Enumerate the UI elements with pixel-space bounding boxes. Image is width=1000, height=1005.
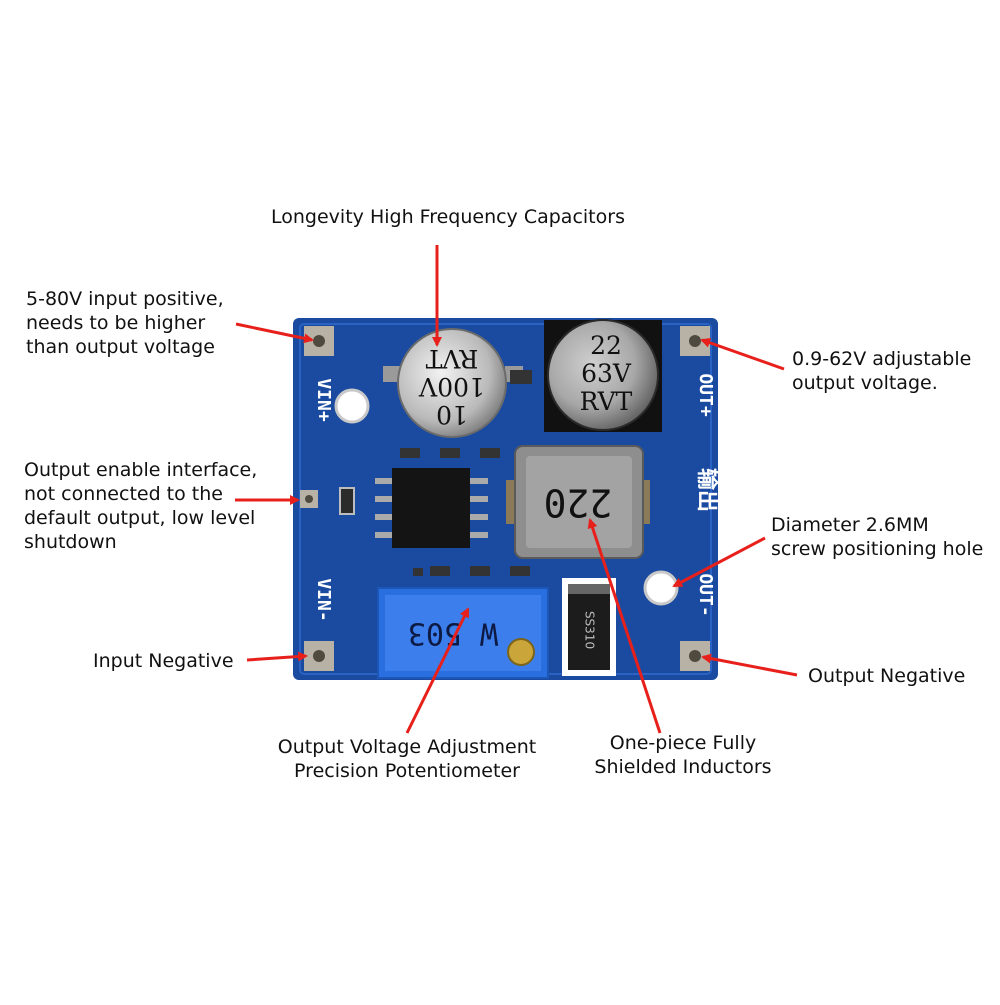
diode: SS310	[562, 578, 616, 676]
callout-arrows	[235, 245, 798, 734]
cap-right-line3: RVT	[580, 387, 633, 416]
diode-marking: SS310	[583, 611, 597, 649]
label-output-adjustable: 0.9-62V adjustable output voltage.	[792, 348, 972, 394]
smd-components	[339, 370, 532, 576]
silk-vin-minus: VIN-	[313, 578, 334, 621]
potentiometer: W 503	[377, 587, 549, 679]
arrow-output-adjustable	[700, 337, 785, 371]
silk-out-plus: OUT+	[695, 373, 716, 417]
terminal-pads	[300, 326, 710, 671]
inductor: 220	[506, 445, 650, 559]
silk-out-minus: OUT-	[695, 573, 716, 616]
label-potentiometer: Output Voltage Adjustment Precision Pote…	[277, 736, 537, 782]
arrow-screw-hole	[672, 536, 766, 588]
label-output-negative: Output Negative	[808, 665, 966, 687]
mounting-hole-left	[334, 388, 370, 424]
cap-left-line2: 100V	[418, 372, 485, 401]
label-input-negative: Input Negative	[93, 650, 234, 672]
arrow-input-negative	[246, 651, 308, 662]
label-capacitors: Longevity High Frequency Capacitors	[271, 206, 625, 228]
arrow-inductor	[587, 518, 662, 734]
cap-right-line2: 63V	[581, 359, 632, 388]
arrow-potentiometer	[405, 607, 470, 734]
capacitor-right: 22 63V RVT	[544, 319, 662, 432]
arrow-input-positive	[235, 322, 314, 344]
cap-right-line1: 22	[590, 331, 622, 360]
capacitor-left: 10 100V RVT	[383, 328, 523, 438]
pot-marking: W 503	[408, 616, 498, 651]
silk-out-chinese: 输出	[695, 468, 720, 512]
mounting-hole-right	[643, 570, 679, 606]
label-enable-interface: Output enable interface, not connected t…	[24, 459, 258, 553]
cap-left-line1: 10	[436, 400, 468, 429]
label-input-positive: 5-80V input positive, needs to be higher…	[26, 288, 224, 358]
silk-vin-plus: VIN+	[313, 378, 334, 422]
ic-chip	[375, 468, 488, 548]
inductor-marking: 220	[544, 481, 613, 525]
label-screw-hole: Diameter 2.6MM screw positioning hole	[771, 514, 984, 560]
cap-left-line3: RVT	[425, 344, 478, 373]
label-inductor: One-piece Fully Shielded Inductors	[594, 732, 772, 778]
arrow-output-negative	[701, 653, 798, 677]
